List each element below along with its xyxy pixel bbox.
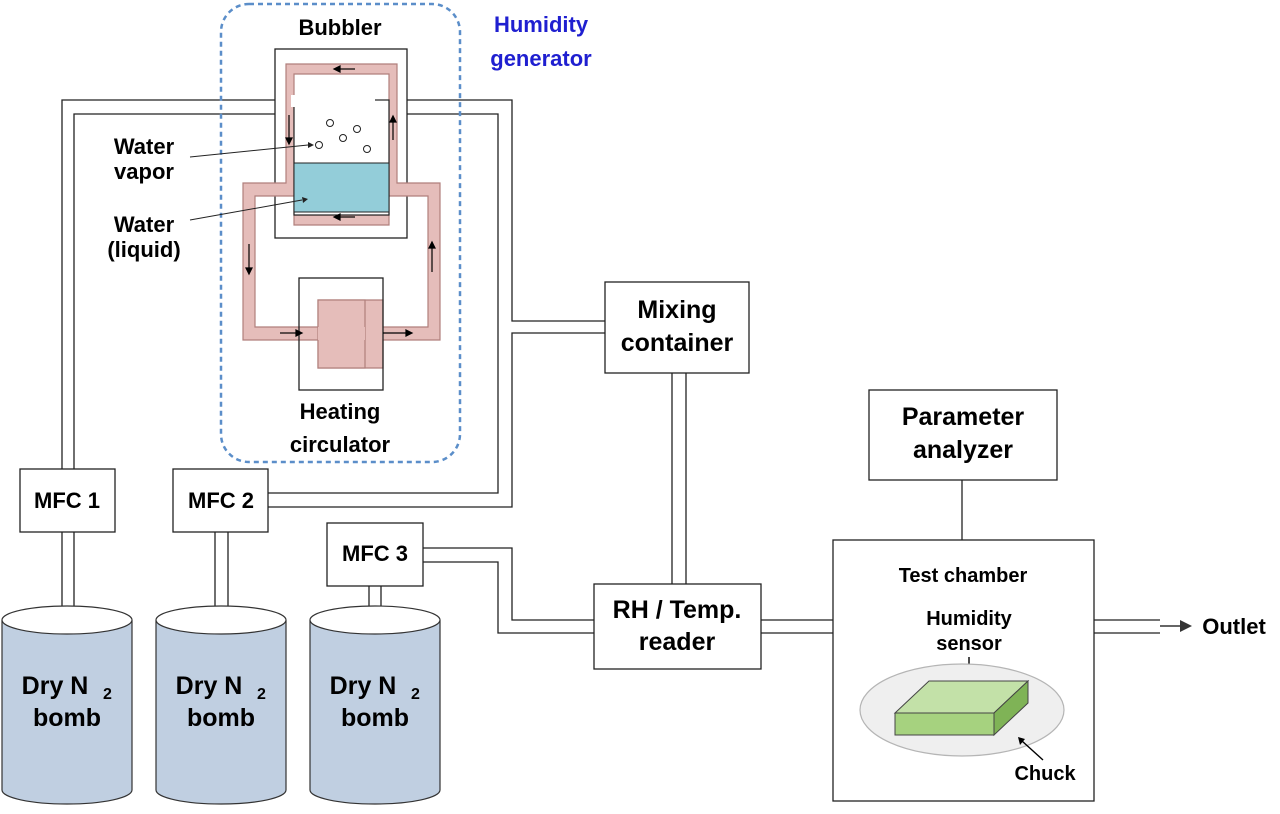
mfc3-label: MFC 3 — [342, 541, 408, 566]
tank3-subscript: 2 — [411, 686, 420, 703]
n2-tank-1: Dry N 2 bomb — [1, 605, 133, 805]
rh-reader-box — [593, 583, 762, 670]
mfc2-label: MFC 2 — [188, 488, 254, 513]
water-vapor-label-2: vapor — [114, 159, 174, 184]
parameter-analyzer-label: Parameter — [902, 403, 1025, 431]
pipe-mfc3-inner — [423, 561, 594, 634]
humidity-sensor-label-2: sensor — [936, 633, 1002, 655]
heating-circulator-label: Heating — [300, 399, 381, 424]
humidity-generator-label: Humidity — [494, 12, 589, 37]
outlet-arrow-head — [1180, 620, 1192, 632]
water-liquid-pointer — [189, 199, 303, 221]
tank1-label-2: bomb — [33, 704, 101, 732]
mfc1-box — [19, 468, 116, 533]
parameter-analyzer-label-2: analyzer — [913, 436, 1013, 464]
mixing-container-label: Mixing — [637, 296, 716, 324]
sensor-front — [894, 712, 995, 736]
parameter-analyzer-box — [868, 389, 1058, 481]
mfc3-box — [326, 522, 424, 587]
heating-circulator-label-2: circulator — [290, 432, 391, 457]
water-vapor-bubbles — [315, 119, 371, 153]
sensor-side — [993, 679, 1029, 737]
water-liquid — [293, 162, 390, 213]
outlet-label: Outlet — [1202, 614, 1266, 639]
pipe-mfc1-up — [61, 99, 290, 470]
pipe-bubbler-out-inner — [268, 113, 499, 494]
humidity-generator-boundary — [219, 2, 462, 464]
mixing-container-box — [604, 281, 750, 374]
bubbler-label: Bubbler — [298, 15, 382, 40]
chuck-label: Chuck — [1014, 763, 1076, 785]
water-vapor-label: Water — [114, 134, 175, 159]
pipe-mfc2 — [268, 332, 605, 508]
tank1-label: Dry N — [22, 672, 89, 700]
flow-arrows — [245, 65, 436, 337]
chuck-pointer — [1021, 740, 1044, 761]
tank2-subscript: 2 — [257, 686, 266, 703]
pipe-mfc3 — [423, 547, 594, 621]
tank1-subscript: 2 — [103, 686, 112, 703]
n2-tank-2: Dry N 2 bomb — [155, 605, 287, 805]
pipe-tank1 — [61, 532, 75, 618]
tank2-label: Dry N — [176, 672, 243, 700]
mfc1-label: MFC 1 — [34, 488, 100, 513]
pipe-mfc1-up-inner — [73, 113, 290, 470]
water-liquid-label-2: (liquid) — [107, 237, 180, 262]
rh-reader-label: RH / Temp. — [613, 596, 742, 624]
tank3-label-2: bomb — [341, 704, 409, 732]
water-vapor-pointer — [189, 144, 309, 158]
tank2-label-2: bomb — [187, 704, 255, 732]
humidity-sensor-label: Humidity — [926, 608, 1012, 630]
humidity-generator-label-2: generator — [490, 46, 592, 71]
tank3-label: Dry N — [330, 672, 397, 700]
rh-reader-label-2: reader — [639, 628, 716, 656]
water-liquid-label: Water — [114, 212, 175, 237]
test-chamber-label: Test chamber — [899, 565, 1028, 587]
n2-tank-3: Dry N 2 bomb — [309, 605, 441, 805]
pipe-bubbler-out — [375, 99, 605, 322]
mfc2-box — [172, 468, 269, 533]
mixing-container-label-2: container — [621, 329, 734, 357]
pipe-tank2 — [214, 532, 229, 618]
